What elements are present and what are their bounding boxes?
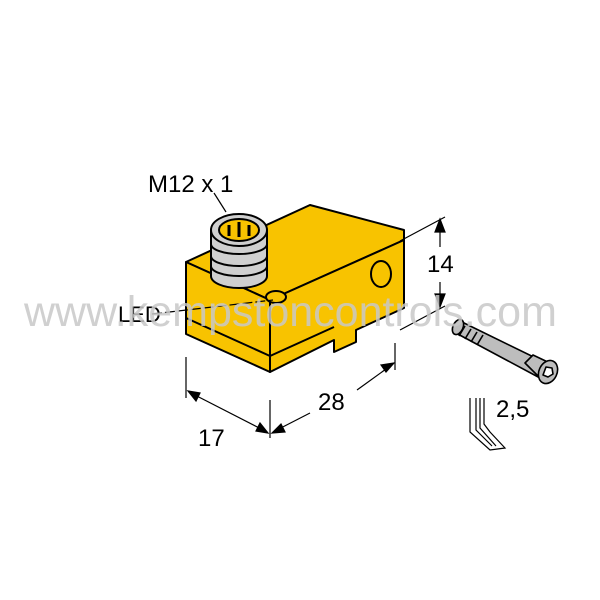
watermark: www.kempstoncontrols.com (23, 288, 557, 336)
length-value: 28 (318, 389, 345, 416)
led-label: LED (118, 302, 161, 327)
led-leader-line (151, 299, 274, 315)
height-value: 14 (427, 251, 454, 278)
connector-leader-line (213, 192, 227, 213)
width-dimension (185, 357, 271, 438)
hex-key-icon (469, 398, 507, 451)
height-dimension (399, 216, 446, 331)
hex-key-size: 2,5 (496, 396, 529, 423)
length-dimension (270, 343, 396, 434)
connector-label: M12 x 1 (148, 171, 233, 198)
m12-connector (210, 213, 268, 289)
width-value: 17 (198, 425, 225, 452)
mounting-screw (451, 318, 559, 385)
